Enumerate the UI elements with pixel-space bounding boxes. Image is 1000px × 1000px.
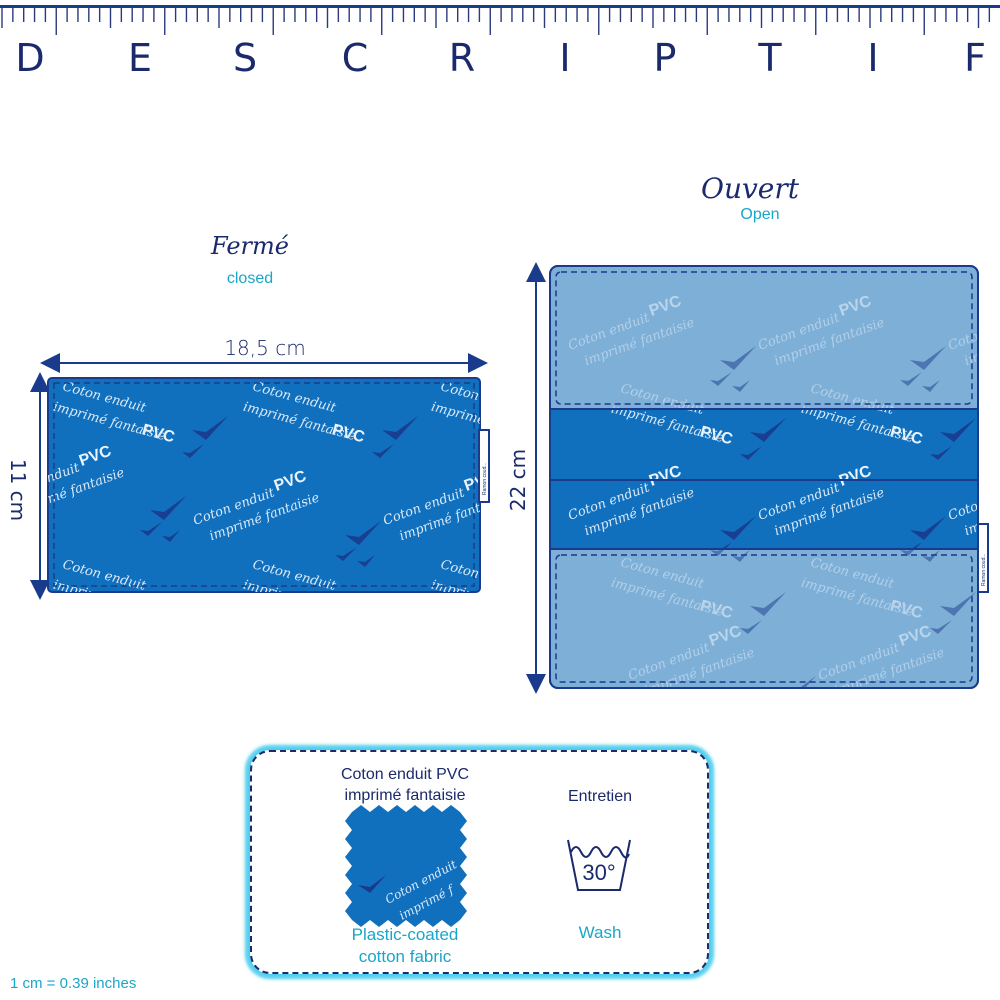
title-letter: T — [758, 36, 782, 80]
title-letter: I — [867, 36, 879, 80]
closed-title-en: closed — [226, 270, 274, 287]
material-title: Coton enduit PVC imprimé fantaisie — [300, 764, 510, 806]
title-letter: S — [232, 36, 258, 80]
wash-30-icon: 30° — [567, 839, 631, 891]
title-letter: I — [559, 36, 571, 80]
svg-text:imprimé fantaisie: imprimé fantaisie — [429, 578, 545, 623]
open-title-en: Open — [740, 206, 780, 223]
conversion-note: 1 cm = 0.39 inches — [10, 975, 137, 992]
title-letter: E — [127, 36, 153, 80]
closed-title-script: Fermé — [211, 232, 289, 260]
ruler-decoration — [0, 5, 1000, 35]
svg-text:30°: 30° — [582, 860, 615, 885]
care-title: Entretien — [567, 788, 633, 805]
svg-text:PVC: PVC — [330, 599, 367, 624]
title-letter: D — [15, 36, 45, 80]
material-en-line1: Plastic-coated — [351, 925, 459, 944]
open-tag: Ramon coud... — [977, 523, 989, 593]
svg-text:Ramon coud...: Ramon coud... — [482, 462, 488, 495]
svg-text:Ramon coud...: Ramon coud... — [981, 553, 987, 586]
title-letter: C — [341, 36, 369, 80]
material-en-line2: cotton fabric — [358, 947, 452, 966]
title-letter: P — [653, 36, 677, 80]
ruler-edge — [0, 5, 1000, 8]
material-title-line2: imprimé fantaisie — [344, 787, 466, 804]
svg-text:PVC: PVC — [140, 599, 177, 624]
title-letter: R — [448, 36, 476, 80]
material-title-line1: Coton enduit PVC — [340, 766, 470, 783]
material-en: Plastic-coated cotton fabric — [300, 924, 510, 968]
closed-tag: Ramon coud... — [478, 429, 490, 503]
title-letter: F — [964, 36, 986, 80]
open-title-script: Ouvert — [700, 172, 799, 205]
legend-box — [250, 750, 709, 974]
care-en: Wash — [578, 923, 622, 942]
